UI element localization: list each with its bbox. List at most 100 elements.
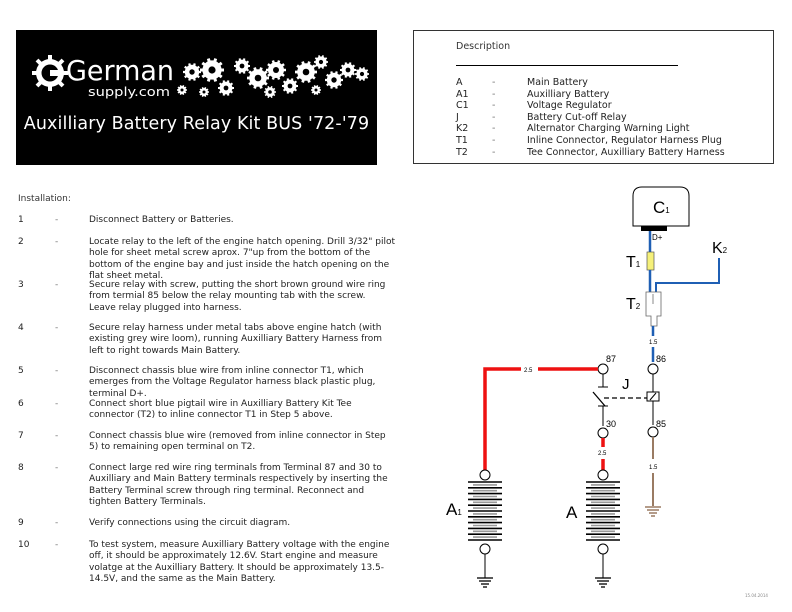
main-battery-a xyxy=(586,469,620,588)
voltage-regulator-c1 xyxy=(632,186,690,227)
c1-label: C1 xyxy=(653,198,670,217)
legend-item: T2 - Tee Connector, Auxilliary Battery Har… xyxy=(456,147,725,159)
terminal-85-label: 85 xyxy=(656,419,666,429)
relay-j-label: J xyxy=(622,376,630,393)
wire-gauge-label: 2.5 xyxy=(598,451,607,457)
t2-label: T2 xyxy=(626,296,641,313)
gear-icon xyxy=(218,80,234,96)
title-banner: German supply.com Auxilliary Battery Rel… xyxy=(16,30,377,165)
step-number: 5 xyxy=(18,366,24,376)
ground-icon xyxy=(477,577,493,588)
wire-gauge-label: 1.5 xyxy=(649,465,658,471)
step-dash: - xyxy=(55,280,59,290)
regulator-plug xyxy=(641,226,667,231)
legend-code: K2 xyxy=(456,123,469,135)
logo-word: German xyxy=(66,54,174,87)
germansupply-logo: German supply.com xyxy=(32,54,369,99)
step-text: Connect short blue pigtail wire in Auxil… xyxy=(89,399,352,421)
step-dash: - xyxy=(55,215,59,225)
gear-icon xyxy=(340,62,356,78)
terminal-30-label: 30 xyxy=(606,419,616,429)
legend-code: C1 xyxy=(456,100,469,112)
red-wire-87 xyxy=(483,367,598,471)
legend-item: A-Main Battery xyxy=(456,77,725,89)
legend-code: A1 xyxy=(456,88,469,100)
inline-connector-t1 xyxy=(646,251,655,271)
gear-icon xyxy=(234,58,250,74)
legend-item: T1 - Inline Connector, Regulator Harness P… xyxy=(456,135,725,147)
wire-gauge-label: 2.5 xyxy=(524,368,533,374)
terminal-86-label: 86 xyxy=(656,354,666,364)
step-number: 10 xyxy=(18,540,30,550)
step-number: 7 xyxy=(18,431,24,441)
step-number: 4 xyxy=(18,323,24,333)
legend-divider xyxy=(456,65,678,66)
step-dash: - xyxy=(55,366,59,376)
legend-dash: - xyxy=(492,146,496,158)
step-text: Verify connections using the circuit dia… xyxy=(89,518,291,528)
terminal-87-label: 87 xyxy=(606,354,616,364)
step-number: 9 xyxy=(18,518,24,528)
legend-desc: Inline Connector, Regulator Harness Plug xyxy=(527,134,722,146)
ground-icon xyxy=(645,506,661,517)
step-number: 6 xyxy=(18,399,24,409)
legend-dash: - xyxy=(492,134,496,146)
gear-icon xyxy=(183,63,201,81)
gear-icon xyxy=(295,61,317,83)
logo-gear-icon xyxy=(32,55,68,91)
step-dash: - xyxy=(55,237,59,247)
step-dash: - xyxy=(55,399,59,409)
page-title: Auxilliary Battery Relay Kit BUS '72-'79 xyxy=(23,114,370,134)
step-dash: - xyxy=(55,540,59,550)
legend-item: C1-Voltage Regulator xyxy=(456,100,725,112)
legend-dash: - xyxy=(492,100,496,112)
legend-heading: Description xyxy=(456,41,511,52)
gear-icon xyxy=(247,67,269,89)
k2-wire xyxy=(655,258,720,293)
tee-connector-t2 xyxy=(645,291,662,327)
a-label: A xyxy=(566,503,578,522)
legend-desc: Tee Connector, Auxilliary Battery Harnes… xyxy=(527,146,725,158)
terminal-30 xyxy=(597,427,609,439)
auxiliary-battery-a1 xyxy=(468,469,502,588)
legend-panel: Description A-Main Battery A1-Auxilliary… xyxy=(413,30,774,164)
gear-icon xyxy=(311,85,321,95)
step-text: To test system, measure Auxilliary Batte… xyxy=(89,540,390,584)
legend-item: J-Battery Cut-off Relay xyxy=(456,112,725,124)
legend-list: A-Main Battery A1-Auxilliary Battery C1-… xyxy=(456,77,725,158)
step-text: Locate relay to the left of the engine h… xyxy=(89,237,395,281)
terminal-87 xyxy=(597,363,609,375)
legend-item: A1 - Auxilliary Battery xyxy=(456,89,725,101)
legend-dash: - xyxy=(492,77,496,88)
gear-icon xyxy=(177,85,187,95)
legend-code: T1 xyxy=(456,134,468,146)
step-number: 8 xyxy=(18,463,24,473)
legend-dash: - xyxy=(492,88,496,100)
k2-label: K2 xyxy=(712,240,728,257)
a1-label: A1 xyxy=(446,500,462,519)
step-dash: - xyxy=(55,518,59,528)
gear-icon xyxy=(266,60,286,80)
ground-icon xyxy=(595,577,611,588)
legend-code: T2 xyxy=(456,146,468,158)
installation-heading: Installation: xyxy=(18,194,71,204)
step-number: 2 xyxy=(18,237,24,247)
legend-desc: Main Battery xyxy=(527,77,588,88)
step-text: Secure relay with screw, putting the sho… xyxy=(89,280,386,313)
gear-icon xyxy=(325,71,343,89)
legend-item: K2 - Alternator Charging Warning Light xyxy=(456,123,725,135)
legend-desc: Auxilliary Battery xyxy=(527,88,610,100)
d-plus-label: D+ xyxy=(652,233,663,242)
step-dash: - xyxy=(55,463,59,473)
step-dash: - xyxy=(55,431,59,441)
gear-icon xyxy=(199,87,209,97)
step-number: 3 xyxy=(18,280,24,290)
legend-dash: - xyxy=(492,111,496,123)
decorative-gears-icon xyxy=(177,55,369,98)
logo-sub: supply.com xyxy=(88,85,170,99)
gear-icon xyxy=(200,58,224,82)
legend-desc: Alternator Charging Warning Light xyxy=(527,123,690,135)
gear-icon xyxy=(264,86,276,98)
legend-dash: - xyxy=(492,123,496,135)
